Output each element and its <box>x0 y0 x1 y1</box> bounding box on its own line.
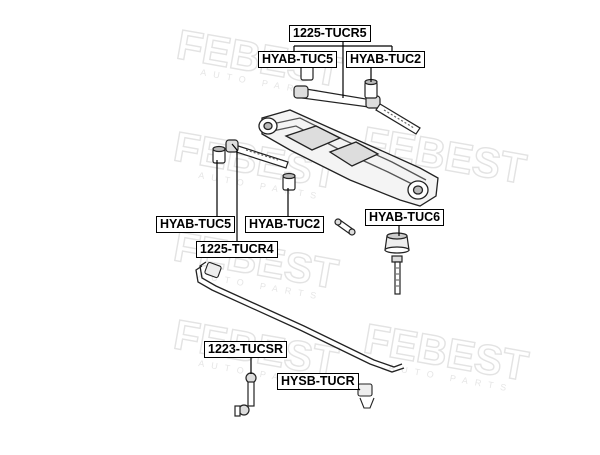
upper-control-arm <box>293 85 381 109</box>
rear-axle-beam <box>258 109 439 207</box>
label-bush-mid-right: HYAB-TUC2 <box>245 216 325 233</box>
lower-control-arm <box>225 139 289 169</box>
label-bush-right: HYAB-TUC6 <box>365 209 445 226</box>
bushing-right-icon <box>384 232 410 254</box>
stabilizer-bar <box>195 261 405 373</box>
bushing-mid-right-icon <box>282 172 296 191</box>
lateral-rod <box>375 103 421 135</box>
label-bush-top-right: HYAB-TUC2 <box>346 51 426 68</box>
label-arm-assembly: 1225-TUCR4 <box>196 241 278 258</box>
label-stabilizer-bush: HYSB-TUCR <box>277 373 359 390</box>
bolt-right-icon <box>391 255 403 295</box>
stabilizer-bar-bushing-left <box>204 261 222 279</box>
label-bush-top-left: HYAB-TUC5 <box>258 51 338 68</box>
bushing-top-right-icon <box>364 78 378 99</box>
label-top-assembly: 1225-TUCR5 <box>289 25 371 42</box>
lower-small-link <box>334 218 356 236</box>
label-stabilizer-link: 1223-TUCSR <box>204 341 288 358</box>
stabilizer-link-icon <box>234 372 257 417</box>
bushing-mid-left-icon <box>212 145 226 164</box>
stabilizer-bar-bushing-right <box>357 383 375 409</box>
label-bush-mid-left: HYAB-TUC5 <box>156 216 236 233</box>
